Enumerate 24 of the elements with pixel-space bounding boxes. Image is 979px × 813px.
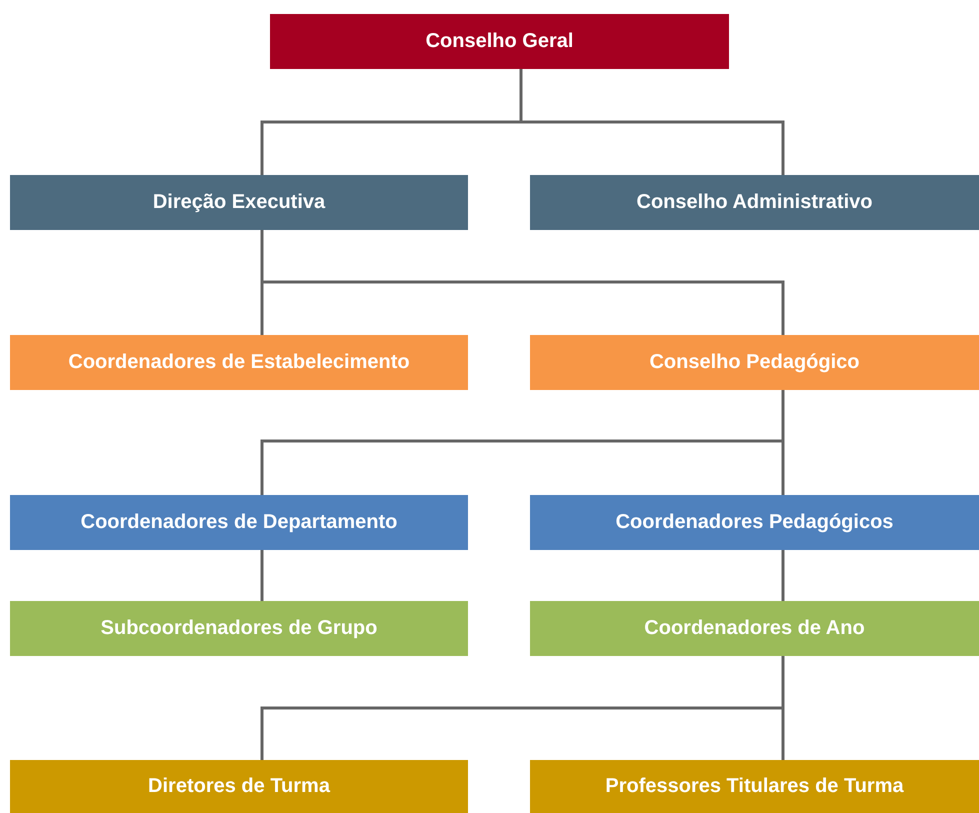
box-label: Coordenadores de Estabelecimento [68, 351, 410, 374]
box-label: Coordenadores de Departamento [80, 511, 398, 534]
org-box [530, 495, 979, 550]
box-label: Direção Executiva [152, 191, 326, 214]
org-box [10, 760, 468, 813]
org-box [10, 175, 468, 230]
org-box [530, 760, 979, 813]
org-box [530, 175, 979, 230]
org-box [530, 335, 979, 390]
box-label: Diretores de Turma [148, 775, 330, 798]
org-box [10, 495, 468, 550]
box-label: Conselho Administrativo [636, 191, 872, 214]
box-label: Conselho Pedagógico [649, 351, 860, 374]
connector-line [782, 550, 784, 601]
org-box [270, 14, 729, 69]
org-box [530, 601, 979, 656]
box-label: Professores Titulares de Turma [605, 775, 904, 798]
box-label: Conselho Geral [426, 30, 574, 53]
org-box [10, 601, 468, 656]
connector-line [260, 550, 264, 601]
box-label: Coordenadores Pedagógicos [616, 511, 894, 534]
org-box [10, 335, 468, 390]
box-label: Coordenadores de Ano [644, 617, 865, 640]
box-label: Subcoordenadores de Grupo [100, 617, 378, 640]
